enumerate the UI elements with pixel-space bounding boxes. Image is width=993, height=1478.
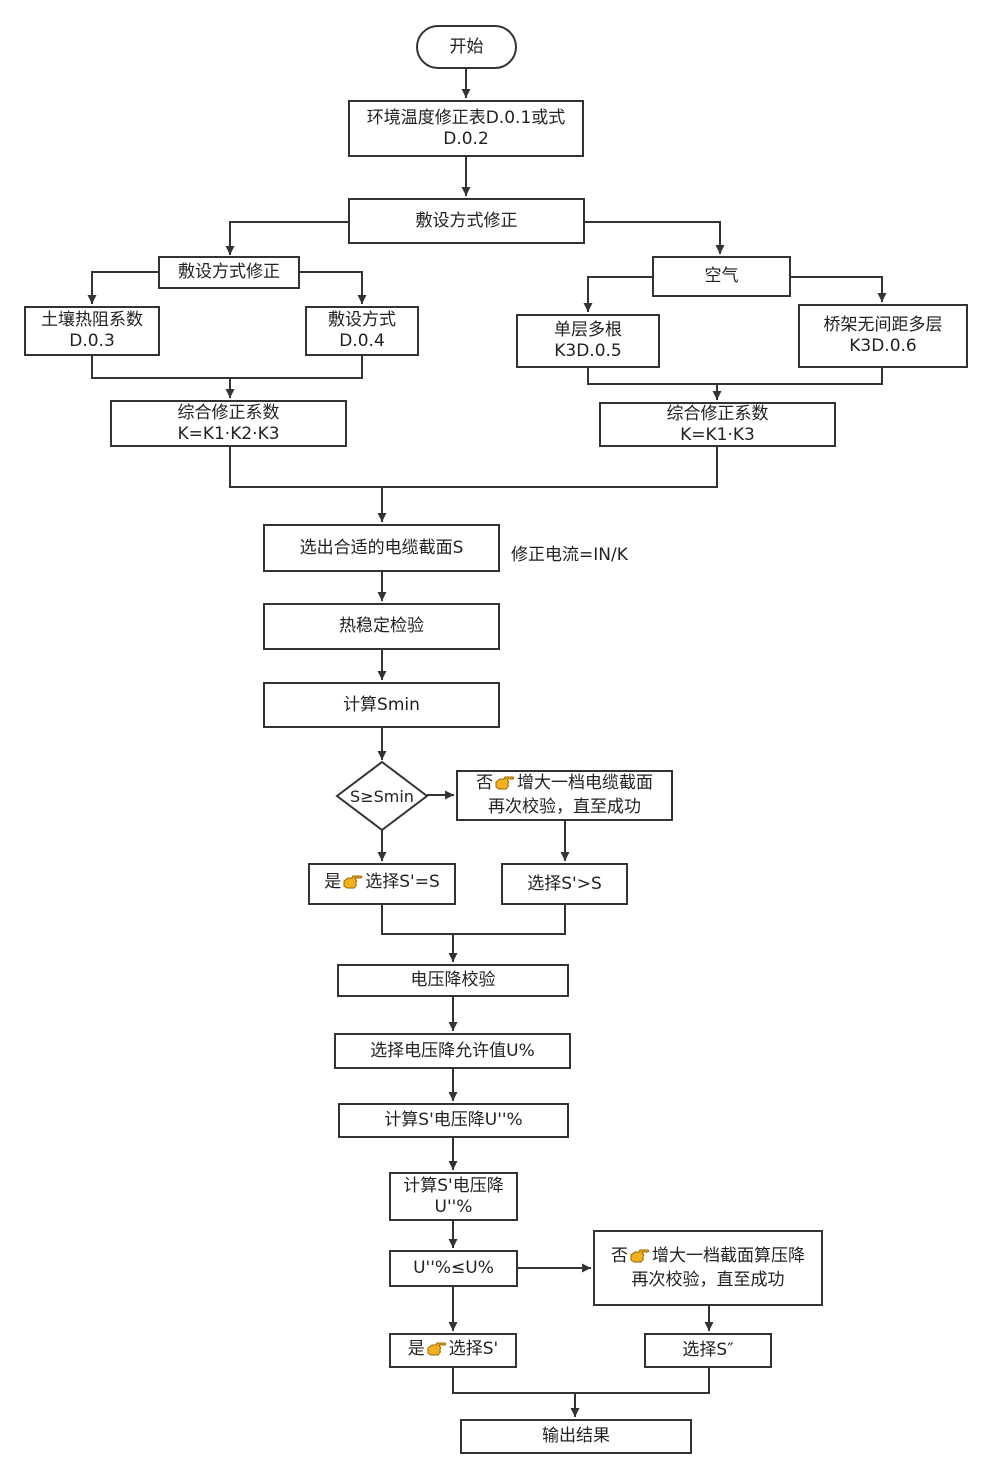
output-label: 输出结果 xyxy=(542,1426,610,1446)
combo-right-title: 综合修正系数 xyxy=(666,403,769,424)
edge-air-single xyxy=(583,276,652,312)
combo-left-node: 综合修正系数 K=K1·K2·K3 xyxy=(110,400,347,447)
no-enlarge-node: 否增大一档电缆截面再次校验，直至成功 xyxy=(456,770,673,821)
calc-drop-2-node: 计算S'电压降U''% xyxy=(389,1172,518,1221)
pointing-hand-icon xyxy=(495,775,515,797)
laying-method-node: 敷设方式D.0.4 xyxy=(305,306,419,356)
select-section-label: 选出合适的电缆截面S xyxy=(299,537,464,558)
voltage-check-label: 电压降校验 xyxy=(410,970,496,990)
edge-laying-right xyxy=(585,221,725,254)
laying-method-label: 敷设方式D.0.4 xyxy=(328,310,396,351)
choose-larger-node: 选择S'>S xyxy=(501,863,628,905)
laying-fix-left-label: 敷设方式修正 xyxy=(178,262,280,282)
start-label: 开始 xyxy=(449,36,484,57)
air-label: 空气 xyxy=(704,266,739,286)
output-node: 输出结果 xyxy=(460,1419,692,1454)
yes-label: 是 xyxy=(324,872,342,892)
tray-label: 桥架无间距多层K3D.0.6 xyxy=(823,315,943,356)
combo-right-formula: K=K1·K3 xyxy=(680,424,755,445)
choose-s2-label: 选择S″ xyxy=(682,1340,734,1360)
no-enlarge-2-text: 增大一档截面算压降再次校验，直至成功 xyxy=(631,1245,806,1290)
soil-node: 土壤热阻系数D.0.3 xyxy=(24,306,160,356)
single-layer-node: 单层多根K3D.0.5 xyxy=(516,314,660,368)
edge-yes-no-merge xyxy=(381,905,566,935)
yes-select-node: 是 选择S'=S xyxy=(308,863,456,905)
no-label: 否 xyxy=(476,773,493,793)
calc-drop-1-label: 计算S'电压降U''% xyxy=(384,1110,523,1130)
edge-air-tray xyxy=(790,276,887,302)
soil-label: 土壤热阻系数D.0.3 xyxy=(41,310,143,351)
pointing-hand-icon xyxy=(343,874,363,896)
edge-left-soil xyxy=(87,271,160,304)
start-node: 开始 xyxy=(416,25,517,69)
air-node: 空气 xyxy=(652,256,791,297)
env-temp-node: 环境温度修正表D.0.1或式D.0.2 xyxy=(348,100,584,157)
laying-fix-node: 敷设方式修正 xyxy=(348,198,585,244)
thermal-check-node: 热稳定检验 xyxy=(263,603,500,650)
allowable-drop-label: 选择电压降允许值U% xyxy=(370,1040,535,1061)
combo-left-formula: K=K1·K2·K3 xyxy=(177,423,280,444)
corrected-current-note: 修正电流=IN/K xyxy=(511,545,628,565)
yes-select-2-text: 选择S' xyxy=(448,1338,499,1359)
combo-right-node: 综合修正系数 K=K1·K3 xyxy=(599,402,836,447)
single-layer-label: 单层多根K3D.0.5 xyxy=(554,320,622,361)
env-temp-label: 环境温度修正表D.0.1或式D.0.2 xyxy=(366,107,566,149)
edge-final-merge xyxy=(452,1368,710,1394)
calc-smin-node: 计算Smin xyxy=(263,682,500,728)
laying-fix-left-node: 敷设方式修正 xyxy=(158,256,300,289)
voltage-check-node: 电压降校验 xyxy=(337,964,569,997)
pointing-hand-icon xyxy=(427,1341,447,1363)
yes-label-2: 是 xyxy=(407,1338,425,1359)
edge-laying-left xyxy=(225,221,348,255)
tray-node: 桥架无间距多层K3D.0.6 xyxy=(798,304,968,368)
choose-s2-node: 选择S″ xyxy=(644,1333,772,1368)
decision-drop-node: U''%≤U% xyxy=(389,1250,518,1287)
calc-smin-label: 计算Smin xyxy=(343,694,420,715)
no-enlarge-2-node: 否增大一档截面算压降再次校验，直至成功 xyxy=(593,1230,823,1306)
edge-left-method xyxy=(300,271,367,304)
edge-left-merge xyxy=(91,356,363,379)
pointing-hand-icon xyxy=(630,1248,650,1270)
no-label-2: 否 xyxy=(611,1245,628,1266)
decision-smin-label: S≥Smin xyxy=(350,786,414,806)
laying-fix-label: 敷设方式修正 xyxy=(415,210,518,231)
edge-combos-merge xyxy=(229,447,718,488)
calc-drop-2-label: 计算S'电压降U''% xyxy=(403,1175,504,1217)
decision-drop-label: U''%≤U% xyxy=(413,1258,494,1278)
calc-drop-1-node: 计算S'电压降U''% xyxy=(338,1103,569,1138)
decision-diamond-smin xyxy=(335,760,429,832)
yes-select-text: 选择S'=S xyxy=(365,872,440,892)
edge-right-merge xyxy=(587,368,883,385)
allowable-drop-node: 选择电压降允许值U% xyxy=(334,1033,571,1069)
combo-left-title: 综合修正系数 xyxy=(177,402,280,423)
select-section-node: 选出合适的电缆截面S xyxy=(263,524,500,572)
choose-larger-label: 选择S'>S xyxy=(527,873,602,894)
no-enlarge-text: 增大一档电缆截面再次校验，直至成功 xyxy=(488,773,653,817)
thermal-check-label: 热稳定检验 xyxy=(339,616,424,636)
yes-select-2-node: 是 选择S' xyxy=(389,1333,517,1368)
